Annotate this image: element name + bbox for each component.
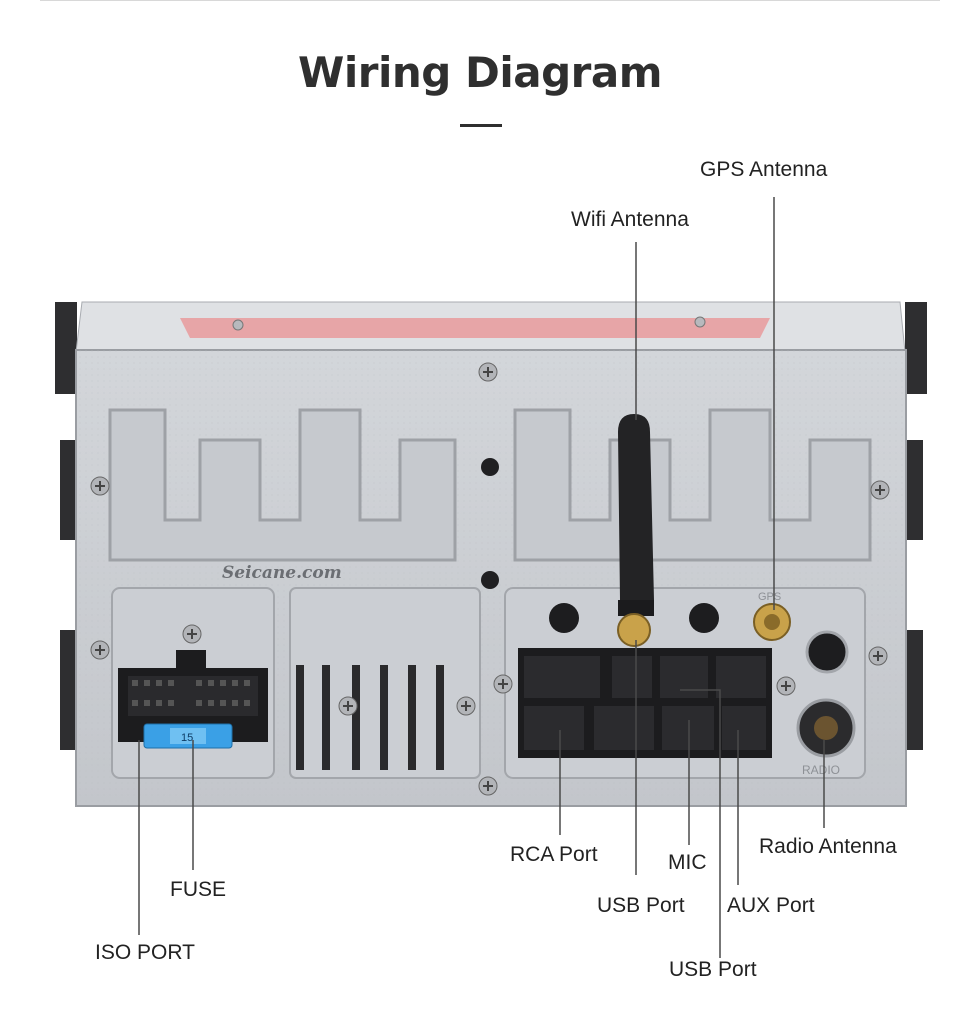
title-underline <box>460 124 502 127</box>
radio-marking: RADIO <box>802 763 840 777</box>
screw-right-low <box>868 646 888 666</box>
vent-slots <box>296 665 444 770</box>
label-wifi-antenna: Wifi Antenna <box>571 208 689 231</box>
label-mic: MIC <box>668 851 707 874</box>
label-radio-antenna: Radio Antenna <box>759 835 897 858</box>
screw-bottom <box>478 776 498 796</box>
page-title: Wiring Diagram <box>298 48 662 97</box>
heatsink-right <box>513 408 872 562</box>
label-usb-port-2: USB Port <box>669 958 757 981</box>
watermark: Seicane.com <box>222 563 342 583</box>
heatsink-left <box>108 408 457 562</box>
label-aux-port: AUX Port <box>727 894 815 917</box>
screw-right-mid <box>870 480 890 500</box>
screw-vent-left <box>338 696 358 716</box>
screw-left-mid <box>90 476 110 496</box>
screw-ports-right <box>776 676 796 696</box>
label-gps-antenna: GPS Antenna <box>700 158 828 181</box>
label-usb-port-1: USB Port <box>597 894 685 917</box>
left-bracket <box>55 302 78 750</box>
fuse-rating: 15 <box>181 732 193 744</box>
label-iso-port: ISO PORT <box>95 941 195 964</box>
top-divider <box>40 0 940 1</box>
leader-lines <box>138 197 825 958</box>
screw-top <box>478 362 498 382</box>
label-fuse: FUSE <box>170 878 227 901</box>
screw-vent-right <box>456 696 476 716</box>
gps-connector: GPS <box>753 591 791 641</box>
radio-socket: RADIO <box>796 698 856 777</box>
screw-ports-left <box>493 674 513 694</box>
screw-iso <box>182 624 202 644</box>
right-bracket <box>905 302 927 750</box>
iso-connector <box>118 650 268 742</box>
fuse: 15 <box>143 723 233 749</box>
gps-marking: GPS <box>758 591 781 603</box>
screw-left-low <box>90 640 110 660</box>
top-cover <box>75 301 906 353</box>
label-rca-port: RCA Port <box>510 843 598 866</box>
wifi-antenna <box>617 414 654 647</box>
port-connector-block <box>518 648 772 758</box>
